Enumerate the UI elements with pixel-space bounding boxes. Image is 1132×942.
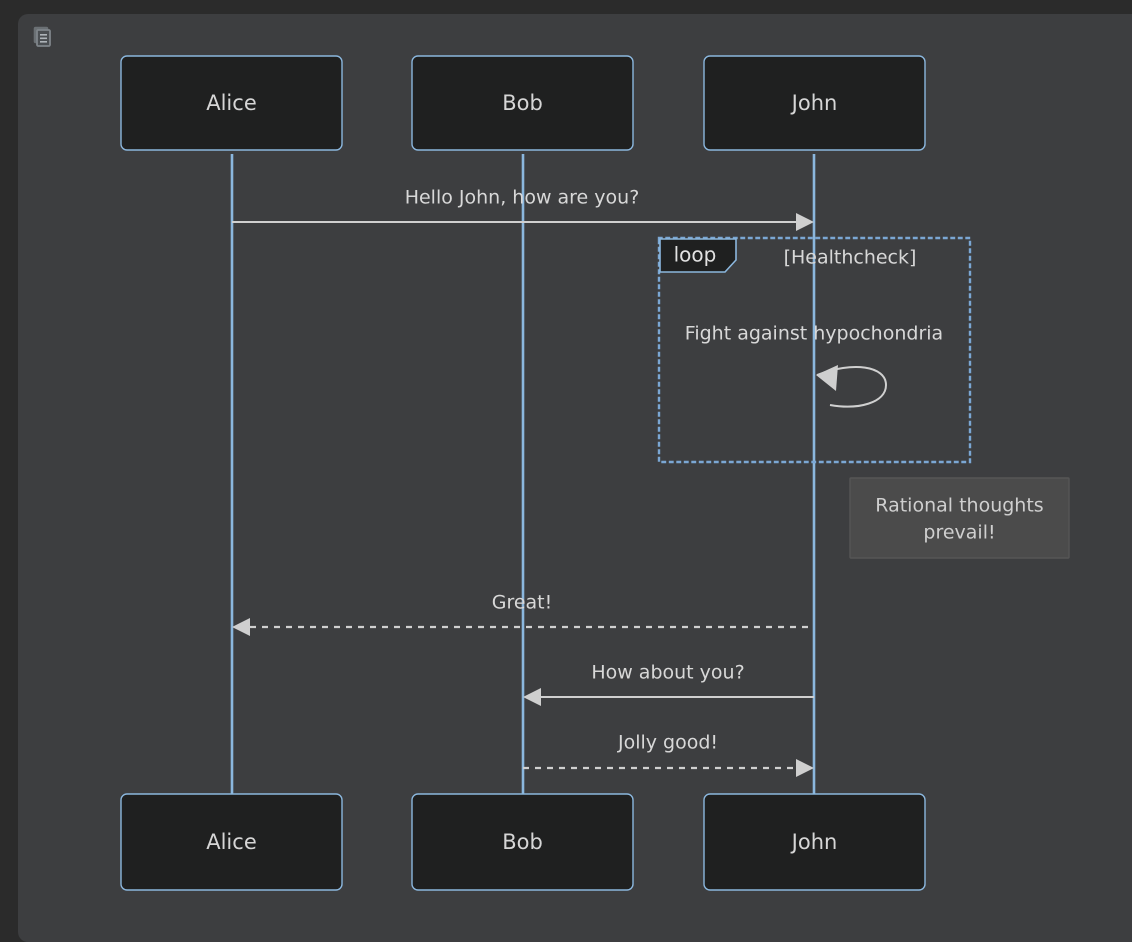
copy-icon[interactable] [29,23,57,51]
message-label-jolly-good: Jolly good! [617,732,718,754]
message-label-how-about-you: How about you? [591,662,744,684]
note-line-1: Rational thoughts [875,495,1043,517]
message-label-great: Great! [492,592,553,614]
participant-header-alice[interactable]: Alice [120,55,343,151]
message-how-about-you[interactable]: How about you? [523,662,814,707]
self-message-label-fight: Fight against hypochondria [685,323,943,345]
message-label-hello-john: Hello John, how are you? [405,187,640,209]
diagram-canvas: Alice Bob John Hello John, how are you? [18,14,1132,942]
participant-footer-label-bob: Bob [502,830,543,854]
message-great[interactable]: Great! [232,592,814,637]
self-message-loop-path [816,366,888,408]
participant-footer-label-john: John [790,830,838,854]
participant-label-bob: Bob [502,91,543,115]
participant-footer-label-alice: Alice [206,830,257,854]
participant-label-john: John [790,91,838,115]
message-jolly-good[interactable]: Jolly good! [523,732,814,778]
participant-header-bob[interactable]: Bob [411,55,634,151]
sequence-diagram-svg: Alice Bob John Hello John, how are you? [120,55,1070,891]
loop-tag-label: loop [674,243,717,267]
participant-label-alice: Alice [206,91,257,115]
participant-footer-john[interactable]: John [703,793,926,891]
participant-header-john[interactable]: John [703,55,926,151]
message-hello-john[interactable]: Hello John, how are you? [232,187,814,232]
self-message-arrowhead [816,365,838,391]
note-line-2: prevail! [923,522,995,544]
participant-footer-alice[interactable]: Alice [120,793,343,891]
loop-tag-shape [659,238,737,273]
loop-condition-label: [Healthcheck] [784,247,917,269]
loop-fragment-healthcheck[interactable]: loop [Healthcheck] Fight against hypocho… [657,236,972,464]
note-rational-thoughts[interactable]: Rational thoughts prevail! [849,477,1070,559]
lifelines [230,154,816,796]
participant-footer-bob[interactable]: Bob [411,793,634,891]
